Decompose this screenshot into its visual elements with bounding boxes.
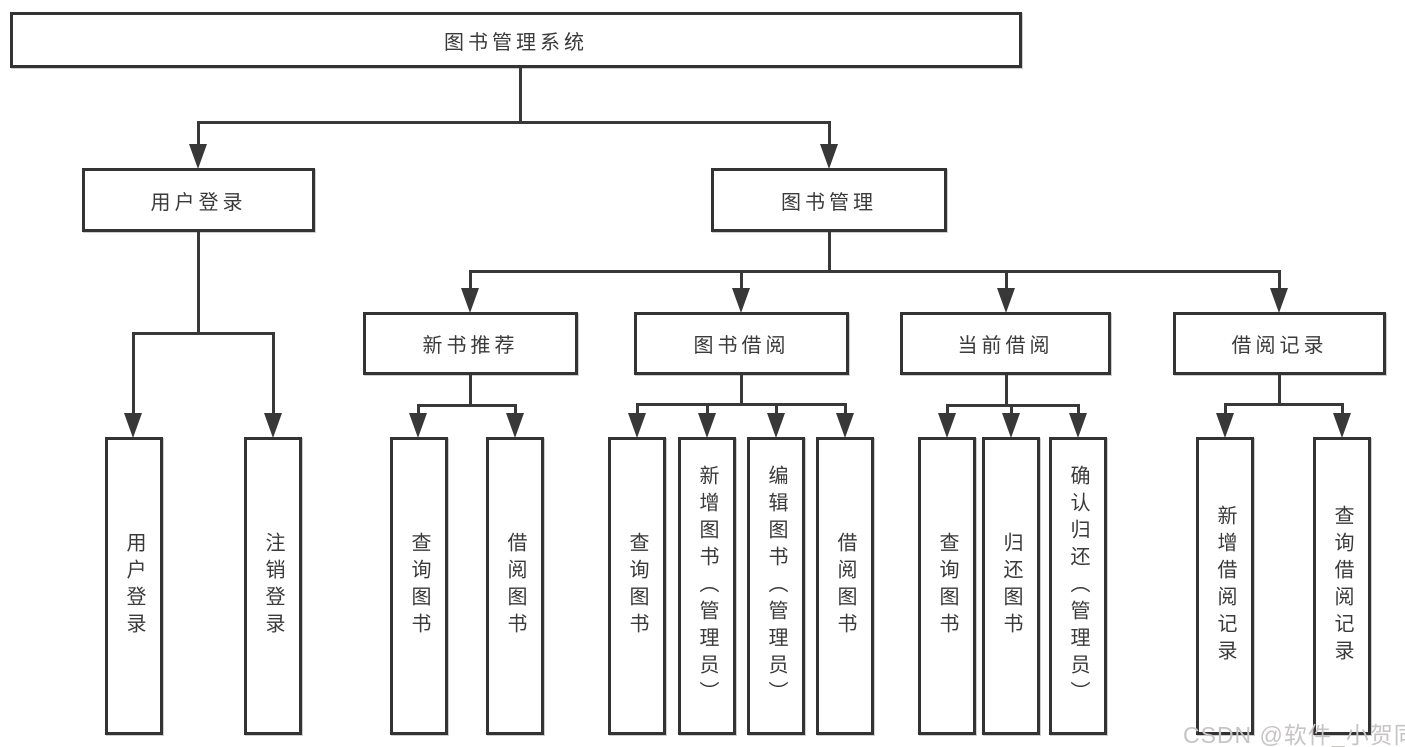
connector-br-branch <box>1224 403 1344 406</box>
arrowhead-br-add <box>1216 413 1234 438</box>
arrowhead-new-book-rec <box>461 288 479 313</box>
node-book-borrow: 图书借阅 <box>634 312 849 375</box>
connector-drop-bb-query <box>636 403 639 422</box>
connector-drop-bb-add <box>706 403 709 422</box>
connector-drop-leaf-user-login <box>132 332 135 417</box>
leaf-user-login-label: 用户登录 <box>123 532 145 640</box>
node-new-book-rec: 新书推荐 <box>363 312 578 375</box>
node-user-login-label: 用户登录 <box>150 191 247 214</box>
connector-root-stem <box>519 68 522 123</box>
connector-drop-br-add <box>1224 403 1227 422</box>
leaf-cb-query-books-label: 查询图书 <box>936 532 958 640</box>
node-borrow-records: 借阅记录 <box>1173 312 1386 375</box>
arrowhead-book-mgmt <box>820 144 838 169</box>
connector-nbr-stem <box>469 375 472 407</box>
connector-nbr-branch <box>417 404 517 407</box>
arrowhead-bb-add <box>698 413 716 438</box>
node-current-borrow: 当前借阅 <box>900 312 1111 375</box>
node-book-mgmt: 图书管理 <box>711 168 947 232</box>
leaf-bb-borrow-books-label: 借阅图书 <box>834 532 856 640</box>
node-root-label: 图书管理系统 <box>444 31 588 54</box>
leaf-bb-add-books-admin: 新增图书（管理员） <box>678 437 736 735</box>
leaf-user-login: 用户登录 <box>105 437 163 735</box>
connector-bb-stem <box>740 375 743 406</box>
leaf-bb-edit-books-admin-label: 编辑图书（管理员） <box>765 464 787 708</box>
leaf-nbr-borrow-books: 借阅图书 <box>486 437 544 735</box>
leaf-bb-edit-books-admin: 编辑图书（管理员） <box>747 437 805 735</box>
leaf-cb-query-books: 查询图书 <box>918 437 976 735</box>
connector-level2-branch <box>197 121 831 124</box>
connector-drop-new-book-rec <box>469 270 472 300</box>
leaf-br-add-record: 新增借阅记录 <box>1196 437 1254 735</box>
arrowhead-borrow-records <box>1270 288 1288 313</box>
leaf-bb-borrow-books: 借阅图书 <box>816 437 874 735</box>
arrowhead-br-query <box>1333 413 1351 438</box>
connector-drop-book-mgmt <box>828 121 831 153</box>
connector-drop-br-query <box>1341 403 1344 422</box>
arrowhead-cb-confirm <box>1069 413 1087 438</box>
leaf-logout: 注销登录 <box>244 437 302 735</box>
arrowhead-cb-query <box>938 413 956 438</box>
node-new-book-rec-label: 新书推荐 <box>422 335 519 357</box>
node-root: 图书管理系统 <box>10 12 1022 68</box>
arrowhead-cb-return <box>1002 413 1020 438</box>
arrowhead-leaf-logout <box>264 413 282 438</box>
arrowhead-book-borrow <box>732 288 750 313</box>
arrowhead-nbr-borrow <box>506 413 524 438</box>
leaf-bb-query-books: 查询图书 <box>608 437 666 735</box>
arrowhead-nbr-query <box>409 413 427 438</box>
leaf-cb-confirm-return-admin: 确认归还（管理员） <box>1049 437 1107 735</box>
leaf-bb-add-books-admin-label: 新增图书（管理员） <box>696 464 718 708</box>
leaf-br-query-record-label: 查询借阅记录 <box>1331 505 1353 667</box>
leaf-logout-label: 注销登录 <box>262 532 284 640</box>
arrowhead-bb-query <box>628 413 646 438</box>
connector-level3-branch <box>469 270 1281 273</box>
arrowhead-current-borrow <box>997 288 1015 313</box>
leaf-br-query-record: 查询借阅记录 <box>1313 437 1371 735</box>
leaf-cb-return-books-label: 归还图书 <box>1000 532 1022 640</box>
leaf-nbr-borrow-books-label: 借阅图书 <box>504 532 526 640</box>
leaf-cb-confirm-return-admin-label: 确认归还（管理员） <box>1067 464 1089 708</box>
leaf-nbr-query-books: 查询图书 <box>390 437 448 735</box>
node-borrow-records-label: 借阅记录 <box>1231 335 1328 357</box>
connector-drop-borrow-records <box>1278 270 1281 300</box>
connector-drop-book-borrow <box>740 270 743 300</box>
connector-drop-leaf-logout <box>272 332 275 417</box>
connector-drop-current-borrow <box>1005 270 1008 300</box>
node-user-login: 用户登录 <box>82 168 315 232</box>
connector-br-stem <box>1278 375 1281 406</box>
csdn-watermark: CSDN @软件_小贺同学 <box>1183 722 1405 747</box>
node-current-borrow-label: 当前借阅 <box>957 335 1054 357</box>
connector-cb-stem <box>1005 375 1008 407</box>
node-book-mgmt-label: 图书管理 <box>781 191 877 214</box>
connector-user-login-branch <box>132 332 275 335</box>
leaf-cb-return-books: 归还图书 <box>982 437 1040 735</box>
arrowhead-user-login <box>189 144 207 169</box>
leaf-nbr-query-books-label: 查询图书 <box>408 532 430 640</box>
connector-drop-user-login <box>197 121 200 153</box>
connector-book-mgmt-stem <box>828 232 831 272</box>
connector-bb-branch <box>636 403 846 406</box>
leaf-bb-query-books-label: 查询图书 <box>626 532 648 640</box>
arrowhead-bb-borrow <box>836 413 854 438</box>
leaf-br-add-record-label: 新增借阅记录 <box>1214 505 1236 667</box>
connector-drop-bb-borrow <box>844 403 847 422</box>
connector-user-login-stem <box>197 232 200 335</box>
arrowhead-bb-edit <box>767 413 785 438</box>
connector-drop-bb-edit <box>775 403 778 422</box>
node-book-borrow-label: 图书借阅 <box>693 335 790 357</box>
arrowhead-leaf-user-login <box>124 413 142 438</box>
